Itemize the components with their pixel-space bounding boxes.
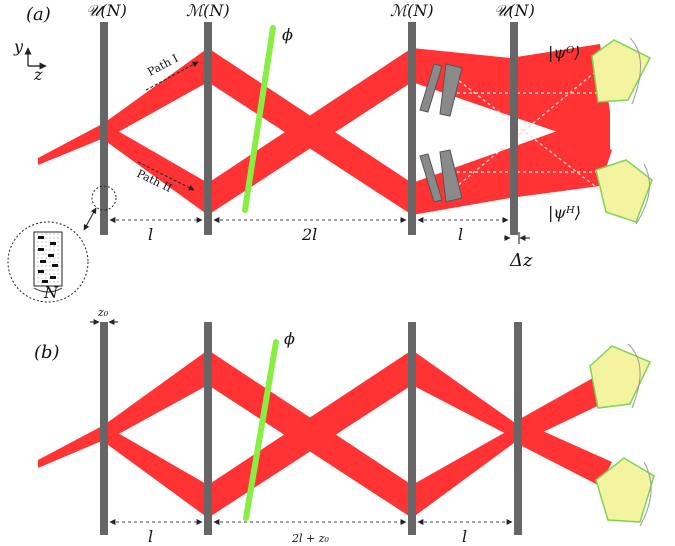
z0-label: z₀ [97,306,109,319]
detector-top [591,37,652,105]
plate-u1 [100,22,108,235]
beam-b-path1-seg3 [412,350,518,440]
spacing-b-3: l [462,527,467,546]
spacing-a-2: 2l [301,225,317,244]
prism-bottom [419,149,463,203]
plates-a [100,22,518,235]
panel-b: (b) ϕ z₀ l 2l + z₀ l [34,306,655,546]
path2-arrow [137,161,195,191]
beam-b-path1-seg1 [104,350,208,442]
beam-b-path2-seg3 [412,425,518,518]
dashed-paths-a [444,67,601,197]
beam-b-out-bottom [518,420,612,486]
beam-network-b [38,350,612,518]
beam-b-out-top [518,374,610,444]
plate-m2-label: ℳ(N) [390,1,434,20]
plate-b2 [204,322,212,535]
spacing-a-1: l [148,225,153,244]
beam-path2-seg1 [104,123,208,215]
spacing-a-3: l [458,225,463,244]
prism-top [419,63,463,117]
input-beam [38,123,104,165]
axis-z-label: z [33,65,43,84]
input-beam-b [38,425,104,468]
spacing-b-1: l [148,527,153,546]
phase-label-b: ϕ [284,329,295,348]
panel-a-label: (a) [26,4,51,25]
spacing-b-2: 2l + z₀ [291,532,330,545]
zoom-arrow [83,207,97,231]
phase-label-a: ϕ [282,25,293,44]
plate-u2 [510,22,518,235]
detector-top-label: |ψᴼ⟩ [548,43,580,62]
panel-b-label: (b) [34,342,60,363]
panel-a: (a) 𝒰(N) ℳ(N) ℳ(N) 𝒰(N) ϕ y z Path I Pat… [7,1,653,303]
plate-m1 [204,22,212,235]
plates-b [100,322,522,535]
plate-b4 [514,322,522,535]
plate-m2 [408,22,416,235]
zoom-source-circle [91,185,117,211]
beam-path2-seg2 [208,48,412,215]
detector-bottom [595,159,653,225]
detector-b-top [589,343,652,409]
plate-b1 [100,322,108,535]
axis-indicator [24,47,47,70]
plate-u2-label: 𝒰(N) [494,1,535,20]
detector-b-bottom [595,457,655,527]
plate-u1-label: 𝒰(N) [86,1,127,20]
phase-plate-b [243,339,279,521]
axis-y-label: y [13,37,24,56]
beam-b-path2-seg2 [208,350,412,518]
detector-bottom-label: |ψᴴ⟩ [548,203,581,222]
phase-plate-a [242,25,276,213]
delta-z-marker [504,232,530,244]
inset-circle [7,221,89,303]
beam-b-path2-seg1 [104,425,208,518]
plate-b3 [408,322,416,535]
plate-m1-label: ℳ(N) [186,1,230,20]
delta-z-label: Δz [509,250,533,271]
inset-label: N [43,283,59,302]
